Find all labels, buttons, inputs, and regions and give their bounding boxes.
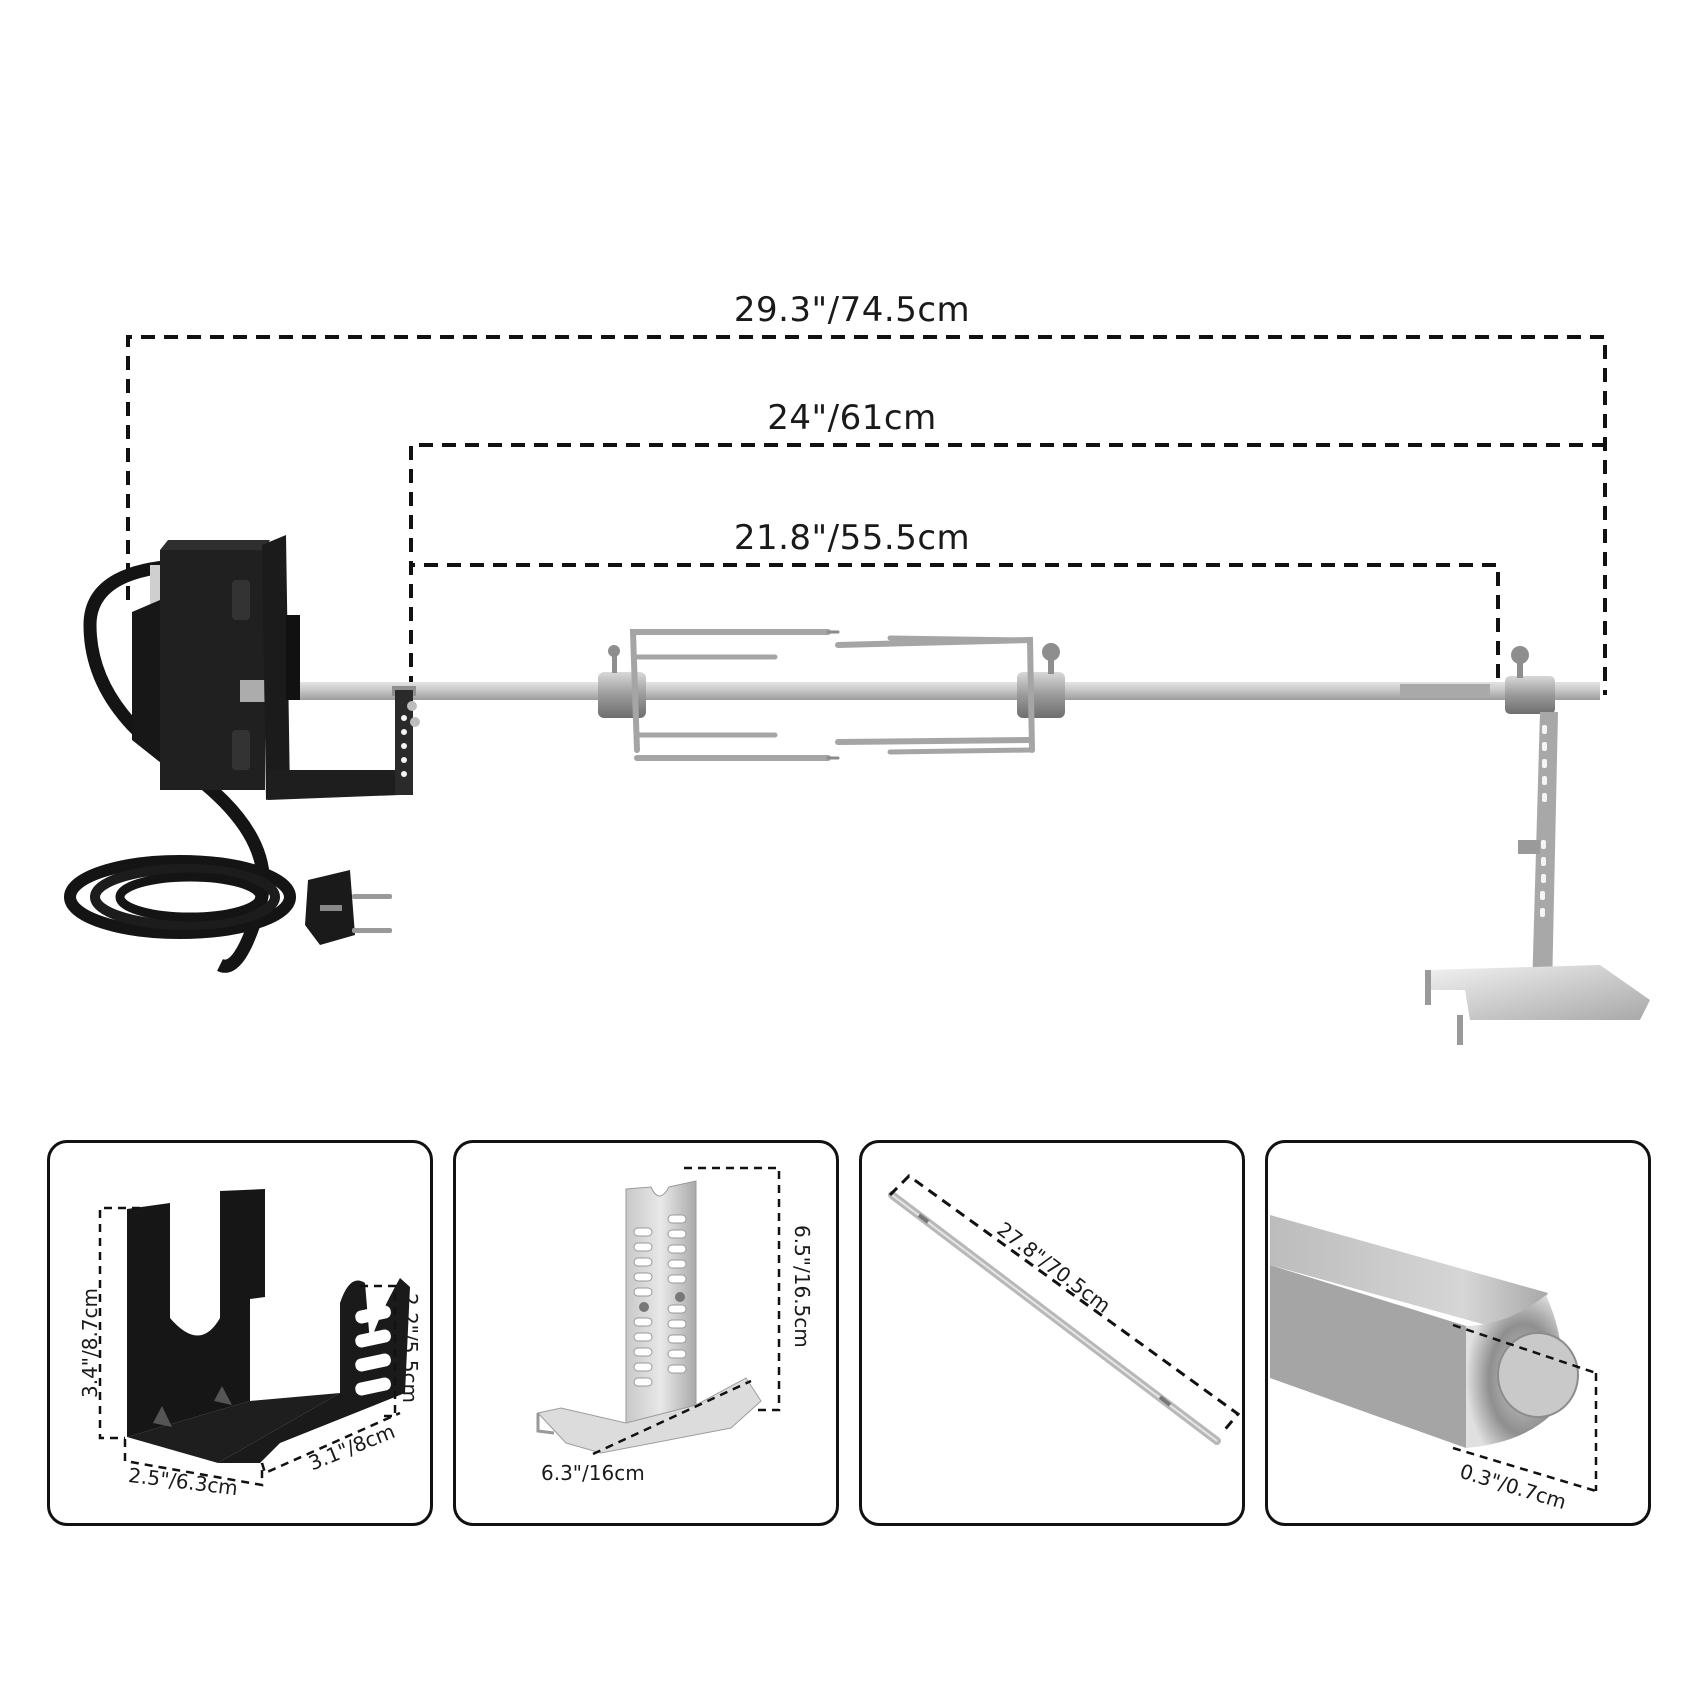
- motor-bracket: [262, 535, 420, 800]
- dimension-label-working: 24"/61cm: [767, 398, 937, 438]
- support-stand-illustration: [536, 1166, 781, 1456]
- detail-panel-support-stand: 6.5"/16.5cm 6.3"/16cm: [453, 1140, 839, 1526]
- stand-height-label: 6.5"/16.5cm: [790, 1225, 814, 1348]
- bracket-height-label: 3.4"/8.7cm: [78, 1287, 102, 1398]
- dimension-label-overall: 29.3"/74.5cm: [733, 290, 971, 330]
- dimension-label-support: 21.8"/55.5cm: [733, 518, 971, 558]
- power-cord-with-plug: [64, 855, 392, 945]
- bracket-side-height-label: 2.2"/5.5cm: [398, 1293, 422, 1404]
- main-diagram: [64, 335, 1650, 1045]
- end-support-stand: [1425, 646, 1650, 1045]
- spit-rod: [270, 682, 1600, 700]
- detail-panel-rod-cross-section: 0.3"/0.7cm: [1265, 1140, 1651, 1526]
- dimension-lines: [126, 335, 1607, 695]
- rod-cross-section-illustration: [1270, 1215, 1598, 1493]
- dimension-line-working: [409, 443, 1605, 690]
- detail-panel-motor-bracket: 3.4"/8.7cm 2.2"/5.5cm 2.5"/6.3cm 3.1"/8c…: [47, 1140, 433, 1526]
- dimension-line-overall: [126, 335, 1607, 695]
- motor: [83, 540, 280, 973]
- dimension-line-support: [409, 563, 1500, 695]
- meat-forks: [598, 629, 1065, 761]
- motor-bracket-illustration: [98, 1189, 410, 1487]
- stand-width-label: 6.3"/16cm: [541, 1461, 645, 1485]
- detail-panel-spit-rod: 27.8"/70.5cm: [859, 1140, 1245, 1526]
- spit-rod-illustration: [888, 1174, 1241, 1445]
